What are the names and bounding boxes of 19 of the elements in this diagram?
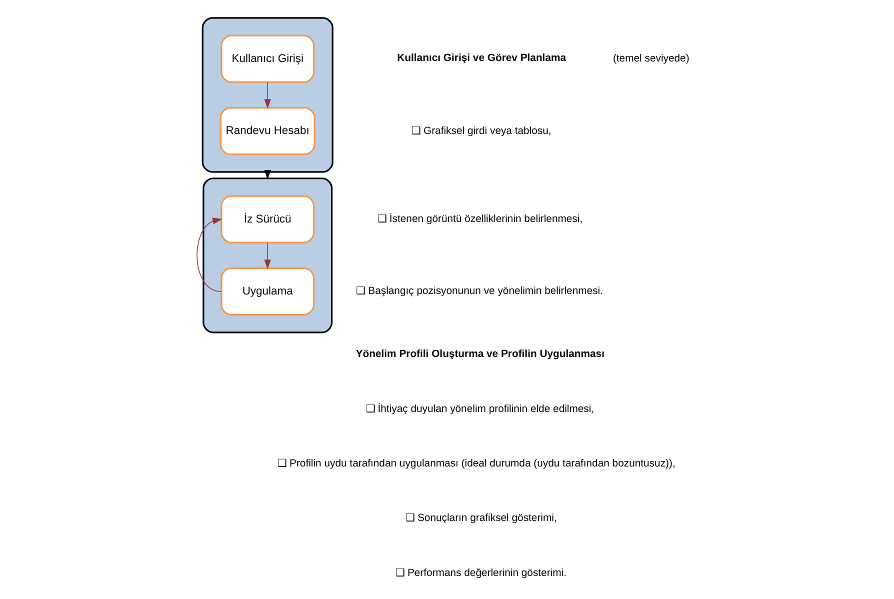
label: ❑ Sonuçların grafiksel gösterimi, <box>405 513 556 524</box>
arrow <box>264 242 270 270</box>
cluster <box>202 178 332 334</box>
label: ❑ İstenen görüntü özelliklerinin belirlenmesi, <box>377 214 582 226</box>
node-box: Uygulama <box>220 267 314 316</box>
label: Yönelim Profili Oluşturma ve Profilin Uygulanması <box>355 348 604 360</box>
node-box: Randevu Hesabı <box>219 106 315 156</box>
arrow <box>264 82 270 109</box>
label: ❑ Grafiksel girdi veya tablosu, <box>411 126 551 137</box>
label: Kullanıcı Girişi ve Görev Planlama <box>396 52 566 64</box>
node-box: Kullanıcı Girişi <box>220 34 314 83</box>
label: ❑ Performans değerlerinin gösterimi. <box>395 568 566 579</box>
cluster <box>201 17 333 173</box>
label: (temel seviyede) <box>612 54 689 65</box>
label: ❑ İhtiyaç duyulan yönelim profilinin elde edilmesi, <box>365 404 594 416</box>
label: ❑ Başlangıç pozisyonunun ve yönelimin belirlenmesi. <box>356 286 602 298</box>
node-box: İz Sürücü <box>220 195 314 244</box>
arrow <box>196 218 222 292</box>
label: ❑ Profilin uydu tarafından uygulanması (ideal durumda (uydu tarafından bozuntusuz)), <box>277 458 675 470</box>
